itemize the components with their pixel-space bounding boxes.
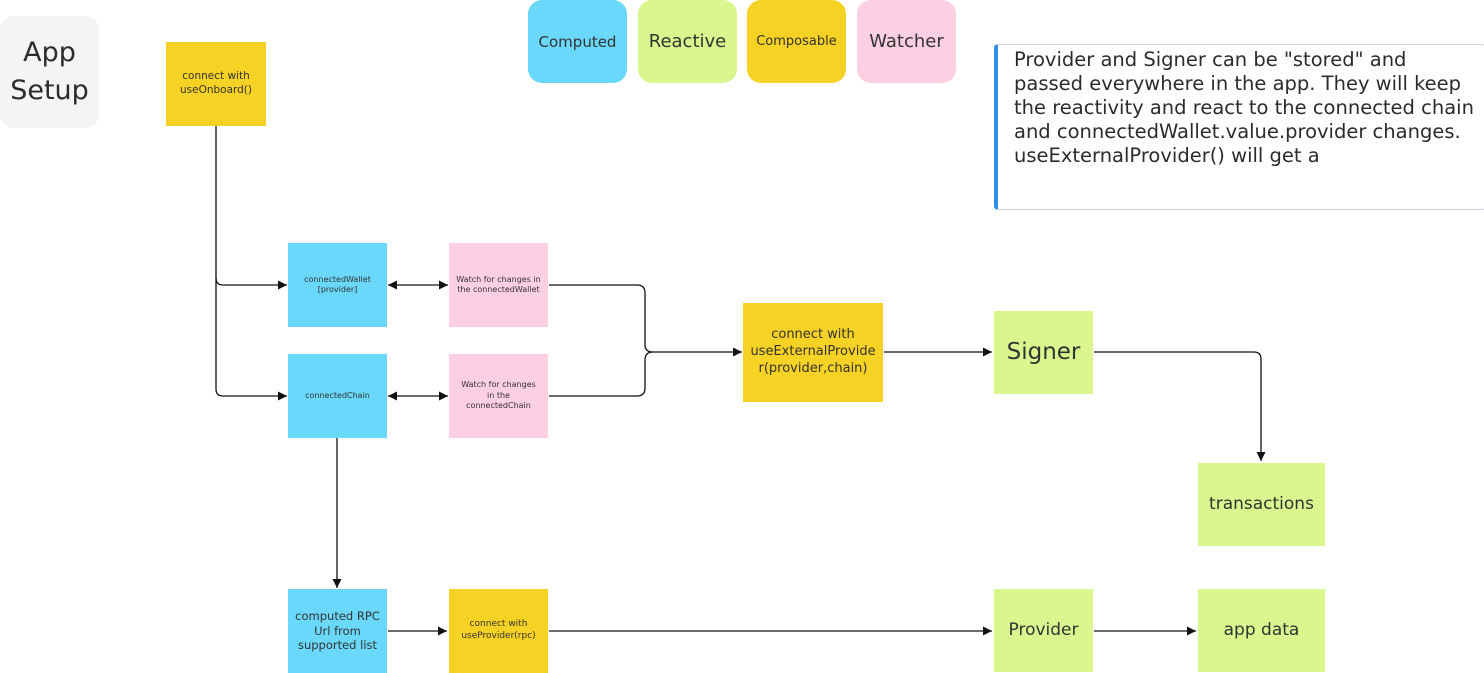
node-watch-chain[interactable]: Watch for changes in the connectedChain	[449, 354, 548, 438]
edge-watch-wallet-to-external	[549, 284, 742, 357]
node-use-external-provider-line-1: connect with	[771, 327, 855, 343]
node-watch-chain-line-3: connectedChain	[466, 401, 531, 411]
app-setup-frame-title[interactable]: App Setup	[0, 16, 99, 128]
node-use-provider[interactable]: connect with useProvider(rpc)	[449, 589, 548, 673]
node-provider[interactable]: Provider	[994, 589, 1093, 672]
note-text: Provider and Signer can be "stored" and …	[1014, 48, 1474, 167]
node-computed-rpc-line-1: computed RPC	[295, 608, 380, 623]
legend-watcher: Watcher	[857, 0, 956, 83]
note-card[interactable]: Provider and Signer can be "stored" and …	[994, 44, 1484, 210]
node-signer[interactable]: Signer	[994, 311, 1093, 394]
node-computed-rpc-line-3: supported list	[297, 638, 378, 653]
node-watch-wallet-line-1: Watch for changes in	[456, 274, 541, 284]
node-use-external-provider[interactable]: connect with useExternalProvide r(provid…	[743, 303, 883, 402]
node-watch-wallet[interactable]: Watch for changes in the connectedWallet	[449, 243, 548, 327]
node-watch-wallet-line-2: the connectedWallet	[457, 285, 540, 294]
node-use-provider-line-1: connect with	[469, 619, 528, 630]
node-connected-chain-line-1: connectedChain	[305, 390, 370, 400]
app-setup-line-2: Setup	[10, 75, 89, 106]
app-setup-line-1: App	[23, 37, 76, 69]
legend-reactive: Reactive	[638, 0, 737, 83]
legend-watcher-label: Watcher	[869, 31, 944, 52]
node-signer-line-1: Signer	[1006, 338, 1081, 365]
node-transactions-line-1: transactions	[1209, 494, 1314, 515]
node-transactions[interactable]: transactions	[1198, 463, 1325, 546]
legend-composable: Composable	[747, 0, 846, 83]
edge-signer-to-transactions	[1094, 351, 1266, 461]
node-connected-wallet-line-1: connectedWallet	[304, 274, 371, 284]
node-use-onboard-line-2: useOnboard()	[179, 84, 253, 96]
node-app-data[interactable]: app data	[1198, 589, 1325, 672]
node-connected-chain[interactable]: connectedChain	[288, 354, 387, 438]
legend-composable-label: Composable	[756, 34, 837, 49]
node-computed-rpc-line-2: Url from	[314, 623, 361, 638]
node-app-data-line-1: app data	[1223, 620, 1300, 641]
legend-computed-label: Computed	[538, 32, 617, 51]
node-watch-chain-line-1: Watch for changes	[461, 380, 536, 390]
legend-reactive-label: Reactive	[648, 31, 727, 52]
node-use-onboard[interactable]: connect with useOnboard()	[166, 42, 266, 126]
edge-watch-chain-to-external	[549, 351, 654, 397]
node-connected-wallet[interactable]: connectedWallet [provider]	[288, 243, 387, 327]
edge-onboard-to-wallet	[215, 126, 287, 290]
legend-computed: Computed	[528, 0, 627, 83]
node-connected-wallet-line-2: [provider]	[317, 285, 358, 294]
node-watch-chain-line-2: in the	[487, 390, 510, 400]
node-provider-line-1: Provider	[1008, 620, 1079, 641]
edge-onboard-to-chain	[215, 278, 287, 401]
node-use-external-provider-line-2: useExternalProvide	[750, 344, 876, 360]
node-use-external-provider-line-3: r(provider,chain)	[758, 360, 868, 376]
node-use-provider-line-2: useProvider(rpc)	[461, 631, 536, 641]
node-computed-rpc[interactable]: computed RPC Url from supported list	[288, 589, 387, 673]
node-use-onboard-line-1: connect with	[182, 70, 250, 83]
